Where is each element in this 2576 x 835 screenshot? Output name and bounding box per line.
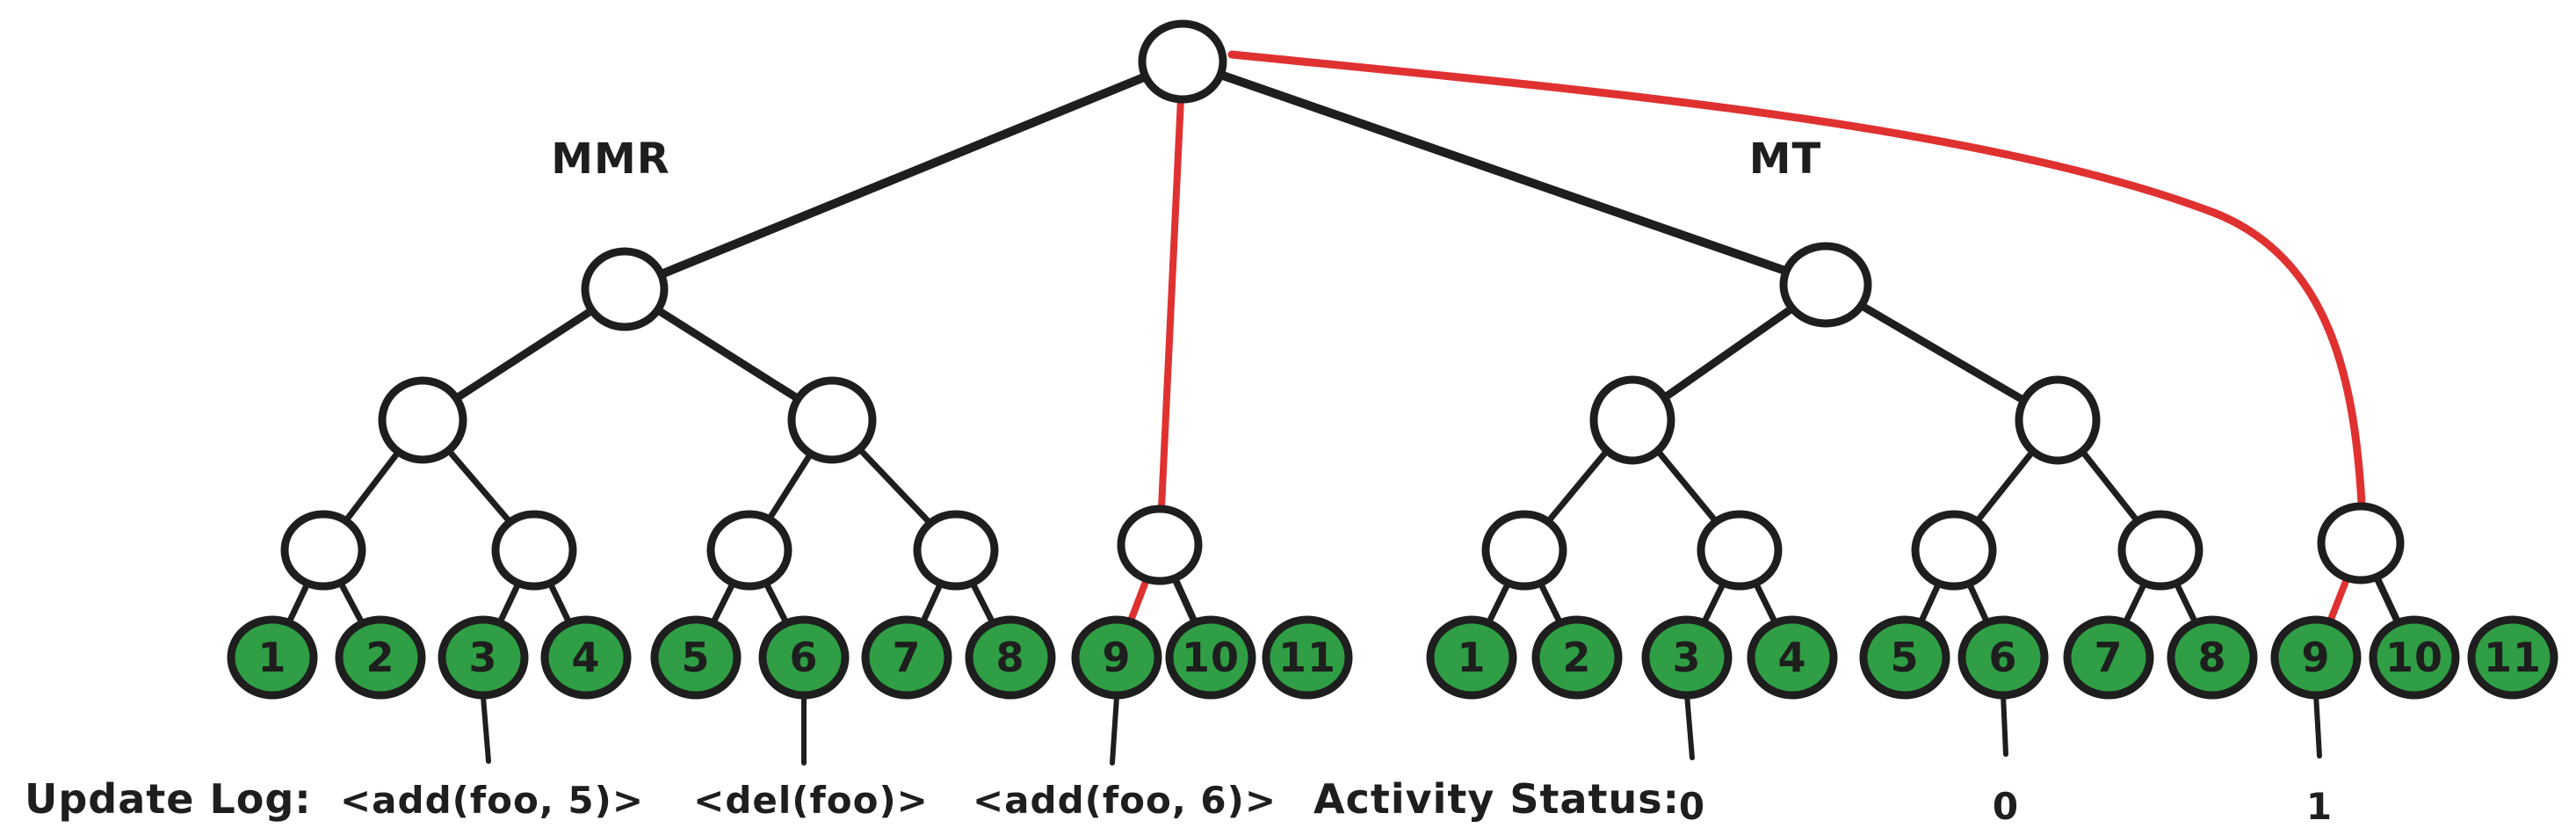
mmr-leaf-label: 4 (571, 634, 600, 681)
mt-leaf-node (2369, 615, 2460, 700)
mt-leaf-label: 6 (1988, 634, 2017, 681)
internal-node (1697, 510, 1783, 591)
internal-node (378, 376, 467, 464)
internal-node (706, 510, 792, 591)
mmr-leaf-label: 1 (257, 634, 286, 681)
red-link-edge (1156, 58, 1186, 548)
leaf-pointer-line (2001, 692, 2008, 757)
mmr-tree-title: MMR (551, 134, 670, 184)
mt-leaf-label: 11 (2484, 634, 2542, 681)
internal-node (913, 510, 999, 591)
mmr-leaf-node (965, 615, 1056, 700)
mmr-leaf-node (1262, 615, 1353, 700)
activity-status-value: 0 (1993, 785, 2019, 828)
mt-leaf-node (1531, 615, 1623, 700)
internal-node (581, 247, 669, 331)
update-log-entry: <add(foo, 5)> (340, 779, 644, 822)
tree-edge (620, 57, 1187, 294)
mt-leaf-label: 4 (1777, 634, 1806, 681)
mmr-leaf-label: 8 (995, 634, 1024, 681)
internal-node (1138, 19, 1227, 104)
internal-node (1911, 510, 1997, 591)
mmr-leaf-node (650, 615, 742, 700)
red-link-curve (1227, 50, 2366, 507)
mmr-leaf-label: 3 (468, 634, 497, 681)
mmr-leaf-node (540, 615, 632, 700)
mmr-leaf-node (335, 615, 426, 700)
mt-leaf-node (1859, 615, 1950, 700)
internal-node (2015, 375, 2101, 465)
mt-leaf-node (2467, 615, 2558, 700)
update-log-entry: <add(foo, 6)> (973, 779, 1277, 822)
internal-node (1481, 510, 1567, 591)
mmr-leaf-node (861, 615, 952, 700)
internal-node (2317, 502, 2405, 584)
update-log-entry: <del(foo)> (693, 779, 929, 822)
tree-edge (1178, 57, 1830, 289)
leaf-pointer-line (481, 694, 491, 764)
internal-node (491, 510, 577, 591)
mt-leaf-label: 8 (2197, 634, 2226, 681)
mt-leaf-node (2167, 615, 2258, 700)
internal-node (1779, 242, 1872, 328)
mt-tree-title: MT (1749, 134, 1822, 184)
mmr-leaf-label: 5 (681, 634, 710, 681)
mmr-leaf-label: 6 (789, 634, 818, 681)
mt-leaf-label: 9 (2301, 634, 2330, 681)
internal-node (1117, 505, 1203, 585)
mmr-leaf-label: 9 (1102, 634, 1131, 681)
mmr-leaf-label: 10 (1182, 634, 1240, 681)
internal-node (1589, 375, 1675, 465)
mmr-leaf-node (1165, 615, 1256, 700)
mt-leaf-label: 3 (1672, 634, 1701, 681)
mt-leaf-label: 5 (1890, 634, 1919, 681)
mt-leaf-label: 2 (1562, 634, 1591, 681)
internal-node (280, 510, 366, 591)
mt-leaf-label: 10 (2385, 634, 2443, 681)
mmr-leaf-label: 7 (892, 634, 921, 681)
update-log-caption: Update Log: (25, 775, 312, 823)
mmr-leaf-label: 11 (1278, 634, 1336, 681)
mmr-leaf-node (227, 615, 318, 700)
internal-node (2117, 510, 2203, 591)
activity-status-value: 1 (2306, 785, 2333, 828)
mt-leaf-label: 7 (2094, 634, 2123, 681)
mt-leaf-node (1747, 615, 1838, 700)
leaf-pointer-line (1684, 692, 1695, 760)
leaf-pointer-line (1110, 694, 1119, 766)
mmr-leaf-label: 2 (365, 634, 394, 681)
internal-node (787, 376, 877, 464)
leaf-pointer-line (2313, 692, 2322, 759)
mt-leaf-label: 1 (1457, 634, 1486, 681)
activity-status-value: 0 (1679, 785, 1705, 828)
activity-status-caption: Activity Status: (1313, 775, 1680, 823)
mt-leaf-node (2063, 615, 2154, 700)
mt-leaf-node (1426, 615, 1517, 700)
